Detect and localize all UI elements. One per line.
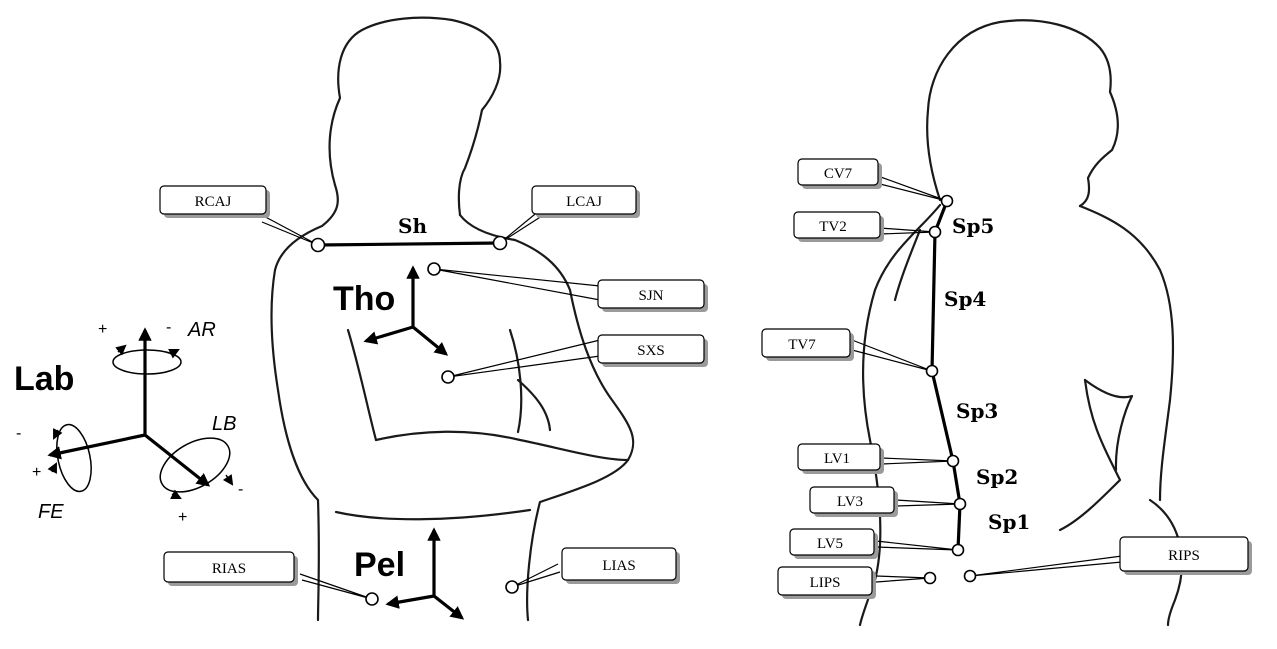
label-tv2: TV2 — [793, 211, 884, 242]
frame-label-tho: Tho — [333, 280, 395, 318]
lb-minus-sign: - — [238, 481, 243, 498]
front-body-outline — [270, 16, 635, 622]
lb-plus-sign: + — [178, 509, 187, 526]
ar-plus-sign: + — [98, 321, 107, 338]
label-tv7: TV7 — [761, 328, 854, 361]
svg-text:CV7: CV7 — [824, 166, 853, 182]
svg-text:TV7: TV7 — [788, 337, 816, 353]
ar-minus-sign: - — [166, 319, 171, 336]
frame-label-pel: Pel — [354, 546, 405, 584]
marker-lias — [505, 580, 519, 594]
label-lv5: LV5 — [789, 528, 878, 559]
label-rias: RIAS — [163, 551, 298, 586]
marker-lips — [923, 571, 937, 585]
label-rips: RIPS — [1119, 536, 1252, 575]
segment-label-sp4: Sp4 — [944, 287, 986, 311]
pelvis-frame: Pel — [354, 527, 465, 620]
segment-label-sp1: Sp1 — [988, 510, 1030, 534]
marker-tv7 — [925, 364, 939, 378]
marker-sxs — [441, 370, 455, 384]
marker-lv3 — [953, 497, 967, 511]
rotation-label-ar: AR — [187, 319, 216, 341]
svg-text:SJN: SJN — [638, 288, 663, 304]
marker-lv5 — [951, 543, 965, 557]
segment-label-sp3: Sp3 — [956, 399, 998, 423]
lab-frame: Lab + - AR - + FE - + LB — [14, 319, 243, 526]
marker-lcaj — [492, 235, 508, 251]
segment-label-sh: Sh — [398, 214, 427, 238]
svg-text:LCAJ: LCAJ — [566, 194, 602, 210]
thorax-frame: Tho — [333, 265, 449, 356]
marker-cv7 — [940, 194, 954, 208]
marker-rcaj — [310, 237, 326, 253]
svg-text:RIAS: RIAS — [212, 561, 246, 577]
svg-text:SXS: SXS — [637, 343, 665, 359]
svg-text:LIAS: LIAS — [602, 558, 635, 574]
label-lips: LIPS — [777, 566, 876, 599]
label-lcaj: LCAJ — [531, 185, 640, 218]
segment-label-sp5: Sp5 — [952, 214, 994, 238]
marker-tv2 — [928, 225, 942, 239]
svg-text:LV1: LV1 — [824, 451, 850, 467]
label-sxs: SXS — [597, 334, 708, 367]
svg-text:RCAJ: RCAJ — [195, 194, 232, 210]
label-rcaj: RCAJ — [159, 185, 270, 218]
frame-label-lab: Lab — [14, 360, 74, 398]
label-cv7: CV7 — [797, 158, 882, 189]
svg-text:LV5: LV5 — [817, 536, 843, 552]
label-lv1: LV1 — [797, 443, 884, 474]
marker-lv1 — [946, 454, 960, 468]
marker-sjn — [427, 262, 441, 276]
svg-text:LIPS: LIPS — [810, 575, 841, 591]
label-lv3: LV3 — [809, 486, 898, 517]
front-leaders — [257, 209, 601, 600]
shoulder-segment — [317, 241, 501, 247]
label-sjn: SJN — [597, 279, 708, 312]
side-leaders — [851, 175, 1123, 583]
rotation-label-lb: LB — [212, 413, 236, 435]
fe-plus-sign: + — [32, 464, 41, 481]
svg-text:LV3: LV3 — [837, 494, 863, 510]
label-lias: LIAS — [561, 547, 680, 584]
fe-minus-sign: - — [16, 425, 21, 442]
marker-rias — [365, 592, 379, 606]
segment-label-sp2: Sp2 — [976, 465, 1018, 489]
marker-rips — [963, 569, 977, 583]
side-body-outline — [858, 19, 1183, 627]
svg-text:TV2: TV2 — [819, 219, 847, 235]
svg-text:RIPS: RIPS — [1168, 548, 1200, 564]
rotation-label-fe: FE — [38, 501, 64, 523]
